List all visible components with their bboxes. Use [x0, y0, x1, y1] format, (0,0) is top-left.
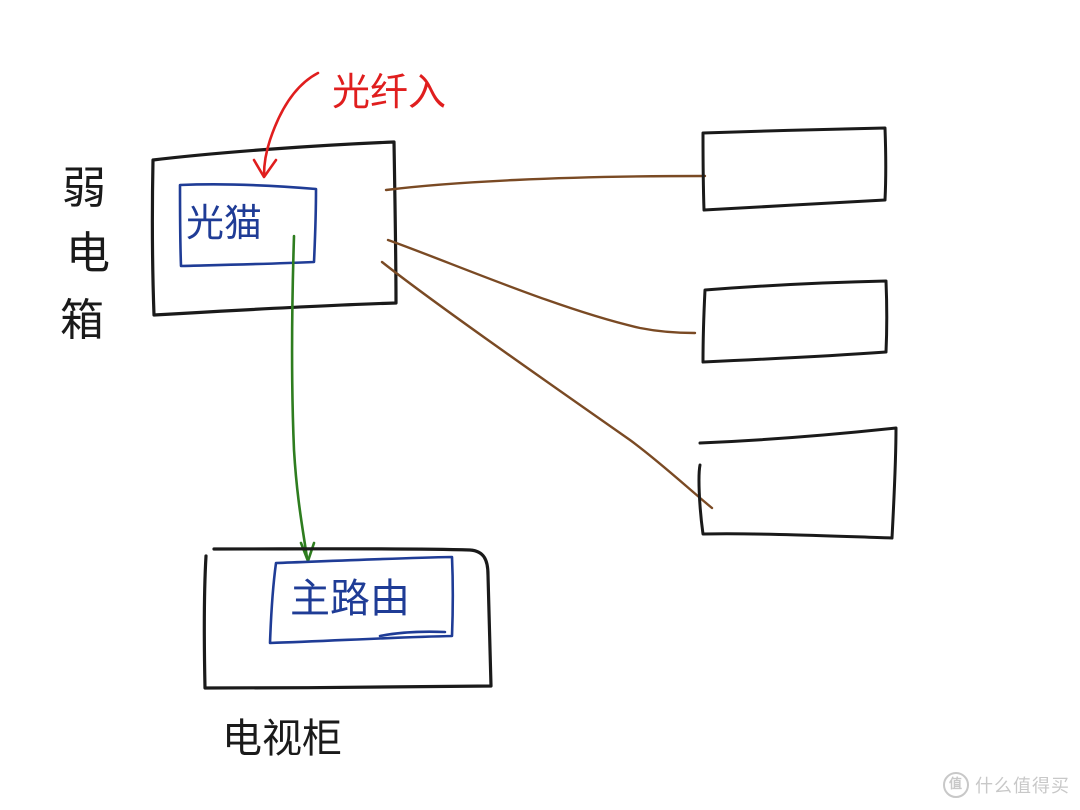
cable-to-room-1 [384, 174, 707, 192]
fiber-in-arrowhead [252, 158, 278, 179]
modem-label: 光猫 [186, 201, 262, 245]
watermark-logo-icon: 值 [943, 772, 969, 798]
room-box-2 [701, 279, 889, 364]
optical-in-label: 光纤入 [332, 70, 446, 114]
tv-cabinet-label: 电视柜 [222, 716, 342, 762]
cable-to-room-2 [386, 238, 697, 335]
room-box-3 [697, 426, 898, 540]
router-underline [378, 630, 447, 638]
weak-box-label-char-2: 电 [66, 228, 110, 279]
fiber-in-arrow [262, 71, 320, 177]
weak-box-label-char-1: 弱 [62, 163, 106, 214]
weak-box-label: 弱 电 箱 [60, 163, 110, 346]
watermark: 值 什么值得买 [943, 772, 1070, 798]
router-box [268, 555, 455, 645]
weak-box-label-char-3: 箱 [60, 295, 104, 346]
watermark-text: 什么值得买 [975, 776, 1070, 797]
uplink-line [290, 234, 309, 560]
cable-to-room-3 [380, 260, 714, 510]
uplink-arrowhead [299, 541, 316, 563]
weak-box-outline [150, 140, 398, 317]
modem-box [178, 183, 318, 268]
tv-cabinet-outline [202, 547, 493, 690]
router-label: 主路由 [290, 576, 410, 622]
room-box-1 [701, 126, 888, 212]
